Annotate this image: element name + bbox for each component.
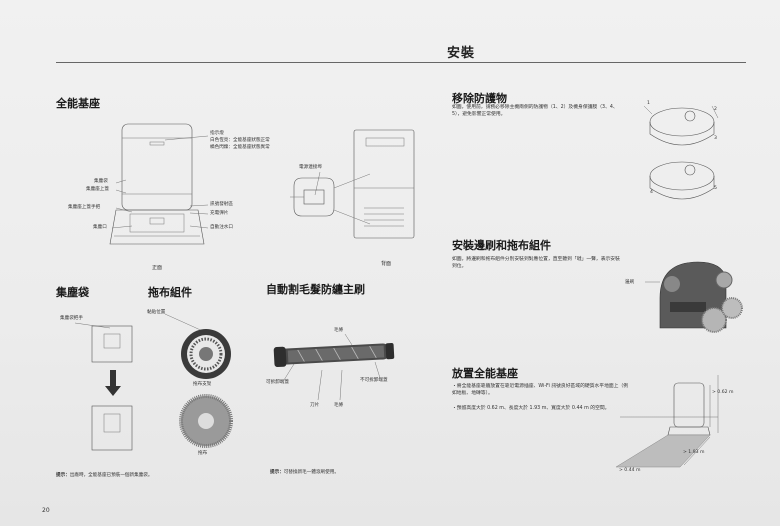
- back-caption: 背面: [381, 261, 392, 267]
- place-base-bullet-1: ・將全能基座靠牆放置在靠近電源插座、Wi-Fi 訊號良好區域的硬質水平地面上（例…: [452, 384, 629, 397]
- label-dust-bag: 集塵袋: [94, 179, 108, 184]
- label-fixed-cap: 不可拆卸端蓋: [360, 378, 388, 383]
- label-water-port: 自動注水口: [210, 225, 233, 230]
- label-lid-handle: 集塵座上蓋手把: [68, 205, 101, 210]
- label-mop-pad: 拖布: [198, 451, 208, 456]
- base-back-illustration: [290, 129, 415, 239]
- label-charging-contacts: 充電彈片: [210, 211, 229, 216]
- mop-bracket-illustration: [181, 329, 231, 379]
- install-brush-text: 如圖，將邊刷和拖布組件分別安裝到對應位置，直至聽到「噠」一聲，表示安裝到位。: [452, 257, 620, 270]
- label-sticking-position: 黏貼位置: [147, 310, 166, 315]
- step-3: 3: [714, 136, 717, 141]
- header-divider: [56, 62, 746, 63]
- label-power-port: 電源連接埠: [299, 165, 322, 170]
- label-indicator-white: 白色恆亮：全能基座狀態正常: [210, 138, 270, 143]
- label-bristle-bottom: 毛條: [334, 403, 344, 408]
- main-brush-illustration: [273, 343, 395, 368]
- label-removable-cap: 可拆卸端蓋: [266, 380, 289, 385]
- place-base-bullet-2: ・預留高度大於 0.62 m、長度大於 1.93 m、寬度大於 0.44 m 的…: [452, 406, 610, 411]
- mop-pad-illustration: [179, 394, 233, 448]
- front-caption: 正面: [152, 265, 163, 271]
- label-width: > 0.44 m: [619, 468, 641, 473]
- label-dust-port: 集塵口: [93, 225, 107, 230]
- mop-title: 拖布組件: [148, 286, 192, 299]
- label-indicator: 指示燈: [210, 131, 224, 136]
- label-side-brush: 邊刷: [625, 280, 635, 285]
- base-station-title: 全能基座: [56, 97, 100, 110]
- label-bristle-top: 毛條: [334, 328, 344, 333]
- placement-illustration: [615, 375, 719, 468]
- remove-protection-text: 如圖，使用前，請務必移除主機兩側的防護物（1、2）及機身保護膜（3、4、5），避…: [452, 105, 618, 118]
- label-mop-bracket: 拖布支架: [193, 382, 212, 387]
- place-base-title: 放置全能基座: [452, 367, 518, 380]
- label-height: > 0.62 m: [712, 390, 734, 395]
- remove-protection-title: 移除防護物: [452, 92, 507, 105]
- dust-bag-illustration: [91, 325, 133, 451]
- page-title: 安裝: [447, 46, 476, 61]
- label-indicator-orange: 橘色閃爍：全能基座狀態異常: [210, 145, 270, 150]
- step-1: 1: [647, 101, 650, 106]
- step-5: 5: [714, 186, 717, 191]
- page-number: 20: [42, 507, 50, 514]
- robot-bottom-illustration: [659, 261, 743, 333]
- dust-bag-title: 集塵袋: [56, 286, 89, 299]
- label-signal-zone: 訊號發射區: [210, 202, 233, 207]
- install-brush-title: 安裝邊刷和拖布組件: [452, 239, 551, 252]
- label-dust-cover: 集塵座上蓋: [86, 187, 109, 192]
- base-front-illustration: [109, 123, 205, 245]
- brush-note: 提示：可替換新毛一體滾刷使用。: [270, 470, 339, 475]
- step-2: 2: [714, 107, 717, 112]
- robot-protection-illustration: [643, 105, 719, 200]
- label-dust-bag-handle: 集塵袋把手: [60, 316, 83, 321]
- step-4: 4: [650, 190, 653, 195]
- label-blade: 刀片: [310, 403, 320, 408]
- brush-title: 自動割毛髮防纏主刷: [266, 283, 365, 296]
- label-length: > 1.93 m: [683, 450, 705, 455]
- dust-bag-note: 提示：出廠時，全能基座已預裝一個新集塵袋。: [56, 473, 153, 478]
